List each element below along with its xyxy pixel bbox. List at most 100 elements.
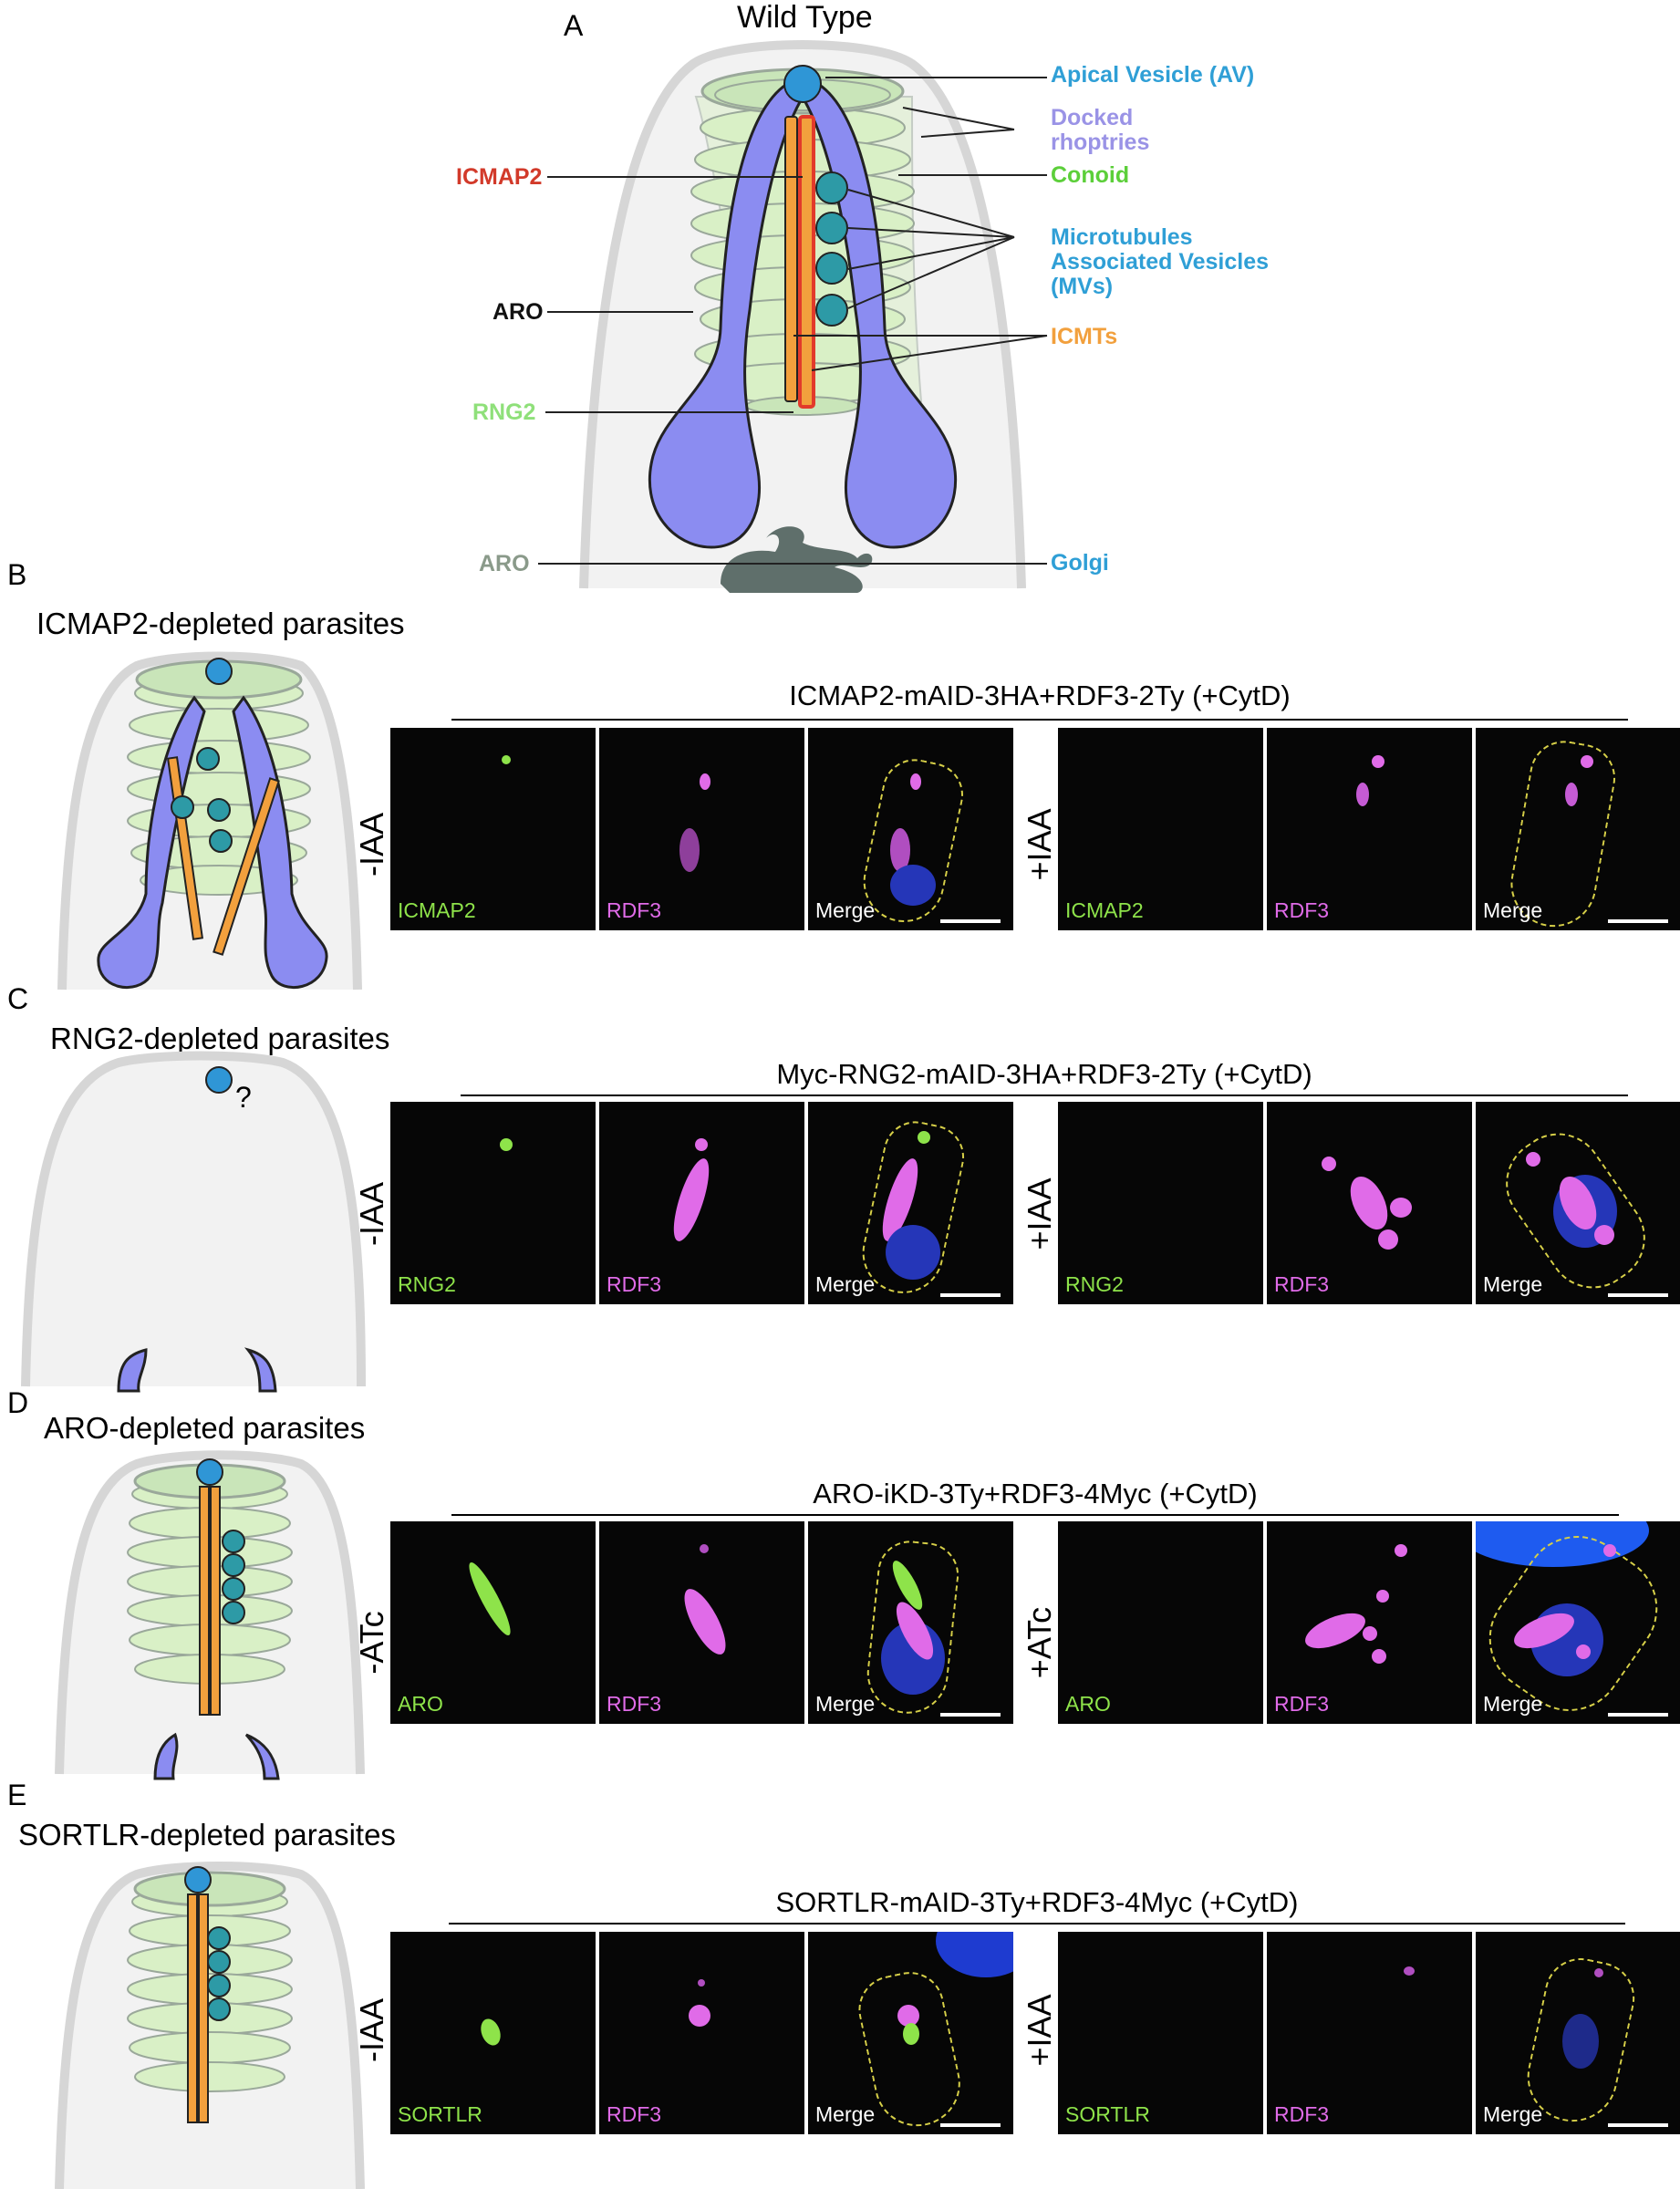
row-d-channel2-minus: RDF3 xyxy=(599,1521,804,1724)
panel-letter-e: E xyxy=(7,1779,27,1811)
row-c-rule xyxy=(461,1094,1628,1096)
channel-label: ICMAP2 xyxy=(1065,898,1144,922)
label-docked-rhoptries-1: Docked xyxy=(1051,105,1134,130)
rng2-depleted-diagram xyxy=(21,1051,366,1393)
channel-label: RNG2 xyxy=(1065,1272,1124,1296)
label-aro: ARO xyxy=(493,299,544,325)
row-b-header: ICMAP2-mAID-3HA+RDF3-2Ty (+CytD) xyxy=(789,680,1291,711)
row-b-merge-minus: Merge xyxy=(808,728,1013,930)
channel-label: SORTLR xyxy=(1065,2102,1150,2126)
icmap2-depleted-diagram xyxy=(57,651,362,991)
row-c-merge-minus: Merge xyxy=(808,1102,1013,1304)
scale-bar xyxy=(940,1293,1001,1297)
row-c-title: RNG2-depleted parasites xyxy=(50,1022,390,1055)
row-b-merge-plus: Merge xyxy=(1476,728,1680,930)
channel-label: Merge xyxy=(815,2102,876,2126)
panel-a-title: Wild Type xyxy=(737,0,873,35)
row-e-title: SORTLR-depleted parasites xyxy=(18,1818,396,1852)
channel-label: RDF3 xyxy=(1274,2102,1330,2126)
row-e-header: SORTLR-mAID-3Ty+RDF3-4Myc (+CytD) xyxy=(775,1886,1299,1918)
row-e-channel2-minus: RDF3 xyxy=(599,1932,804,2134)
scale-bar xyxy=(940,1713,1001,1717)
scale-bar xyxy=(1608,919,1668,923)
channel-label: RDF3 xyxy=(1274,898,1330,922)
row-c-channel2-plus: RDF3 xyxy=(1267,1102,1472,1304)
channel-label: SORTLR xyxy=(398,2102,482,2126)
row-b-channel2-minus: RDF3 xyxy=(599,728,804,930)
channel-label: Merge xyxy=(815,1692,876,1716)
row-b-channel1-plus: ICMAP2 xyxy=(1058,728,1263,930)
row-c-header: Myc-RNG2-mAID-3HA+RDF3-2Ty (+CytD) xyxy=(776,1058,1312,1090)
row-d-title: ARO-depleted parasites xyxy=(44,1411,366,1445)
panel-letter-d: D xyxy=(7,1386,29,1419)
sortlr-depleted-diagram xyxy=(55,1862,365,2189)
scale-bar xyxy=(940,919,1001,923)
row-d-merge-plus: Merge xyxy=(1476,1521,1680,1724)
rhoptry-left xyxy=(648,82,803,549)
label-apical-vesicle: Apical Vesicle (AV) xyxy=(1051,62,1255,88)
icmt xyxy=(784,116,798,402)
channel-label: Merge xyxy=(1483,1272,1543,1296)
channel-label: ICMAP2 xyxy=(398,898,476,922)
label-docked-rhoptries-2: rhoptries xyxy=(1051,130,1150,155)
label-mv-2: Associated Vesicles xyxy=(1051,249,1270,275)
panel-letter-a: A xyxy=(564,9,584,42)
channel-label: RNG2 xyxy=(398,1272,456,1296)
channel-label: ARO xyxy=(398,1692,443,1716)
row-c-channel1-plus: RNG2 xyxy=(1058,1102,1263,1304)
panel-letter-c: C xyxy=(7,982,29,1015)
question-mark: ? xyxy=(235,1081,252,1114)
row-e-left-condition: -IAA xyxy=(353,1998,390,2063)
row-d-channel1-minus: ARO xyxy=(390,1521,596,1724)
apical-vesicle xyxy=(783,65,822,103)
row-b-channel2-plus: RDF3 xyxy=(1267,728,1472,930)
scale-bar xyxy=(1608,1293,1668,1297)
row-e-merge-minus: Merge xyxy=(808,1932,1013,2134)
channel-label: RDF3 xyxy=(607,1692,662,1716)
channel-label: RDF3 xyxy=(1274,1272,1330,1296)
row-c-merge-plus: Merge xyxy=(1476,1102,1680,1304)
row-b-channel1-minus: ICMAP2 xyxy=(390,728,596,930)
mv-vesicle xyxy=(815,171,848,204)
row-b-right-condition: +IAA xyxy=(1021,808,1058,881)
row-d-right-condition: +ATc xyxy=(1021,1606,1058,1679)
row-b-left-condition: -IAA xyxy=(353,813,390,877)
label-golgi: Golgi xyxy=(1051,550,1109,576)
row-c-channel1-minus: RNG2 xyxy=(390,1102,596,1304)
scale-bar xyxy=(1608,2123,1668,2127)
channel-label: ARO xyxy=(1065,1692,1111,1716)
wild-type-diagram xyxy=(538,40,1048,593)
row-b-rule xyxy=(451,719,1628,721)
row-e-channel1-minus: SORTLR xyxy=(390,1932,596,2134)
row-d-channel2-plus: RDF3 xyxy=(1267,1521,1472,1724)
row-b-title: ICMAP2-depleted parasites xyxy=(36,607,405,640)
row-c-right-condition: +IAA xyxy=(1021,1177,1058,1250)
row-e-merge-plus: Merge xyxy=(1476,1932,1680,2134)
channel-label: RDF3 xyxy=(607,1272,662,1296)
row-c-channel2-minus: RDF3 xyxy=(599,1102,804,1304)
row-e-rule xyxy=(449,1923,1625,1924)
scale-bar xyxy=(940,2123,1001,2127)
row-d-merge-minus: Merge xyxy=(808,1521,1013,1724)
label-icmap2: ICMAP2 xyxy=(456,164,543,190)
row-d-channel1-plus: ARO xyxy=(1058,1521,1263,1724)
panel-letter-b: B xyxy=(7,558,27,591)
channel-label: Merge xyxy=(815,898,876,922)
label-mv-3: (MVs) xyxy=(1051,274,1114,299)
channel-label: RDF3 xyxy=(1274,1692,1330,1716)
golgi xyxy=(721,526,873,593)
label-aro-golgi: ARO xyxy=(479,551,530,576)
channel-label: RDF3 xyxy=(607,2102,662,2126)
label-rng2: RNG2 xyxy=(472,399,536,425)
row-d-header: ARO-iKD-3Ty+RDF3-4Myc (+CytD) xyxy=(813,1478,1258,1509)
aro-depleted-diagram xyxy=(55,1450,365,1780)
row-e-right-condition: +IAA xyxy=(1021,1994,1058,2067)
channel-label: Merge xyxy=(815,1272,876,1296)
row-d-rule xyxy=(451,1514,1619,1516)
channel-label: Merge xyxy=(1483,1692,1543,1716)
label-conoid: Conoid xyxy=(1051,162,1130,188)
icmap2-icmt xyxy=(798,115,815,409)
row-c-left-condition: -IAA xyxy=(353,1182,390,1247)
label-icmts: ICMTs xyxy=(1051,324,1118,349)
label-mv-1: Microtubules xyxy=(1051,224,1193,250)
